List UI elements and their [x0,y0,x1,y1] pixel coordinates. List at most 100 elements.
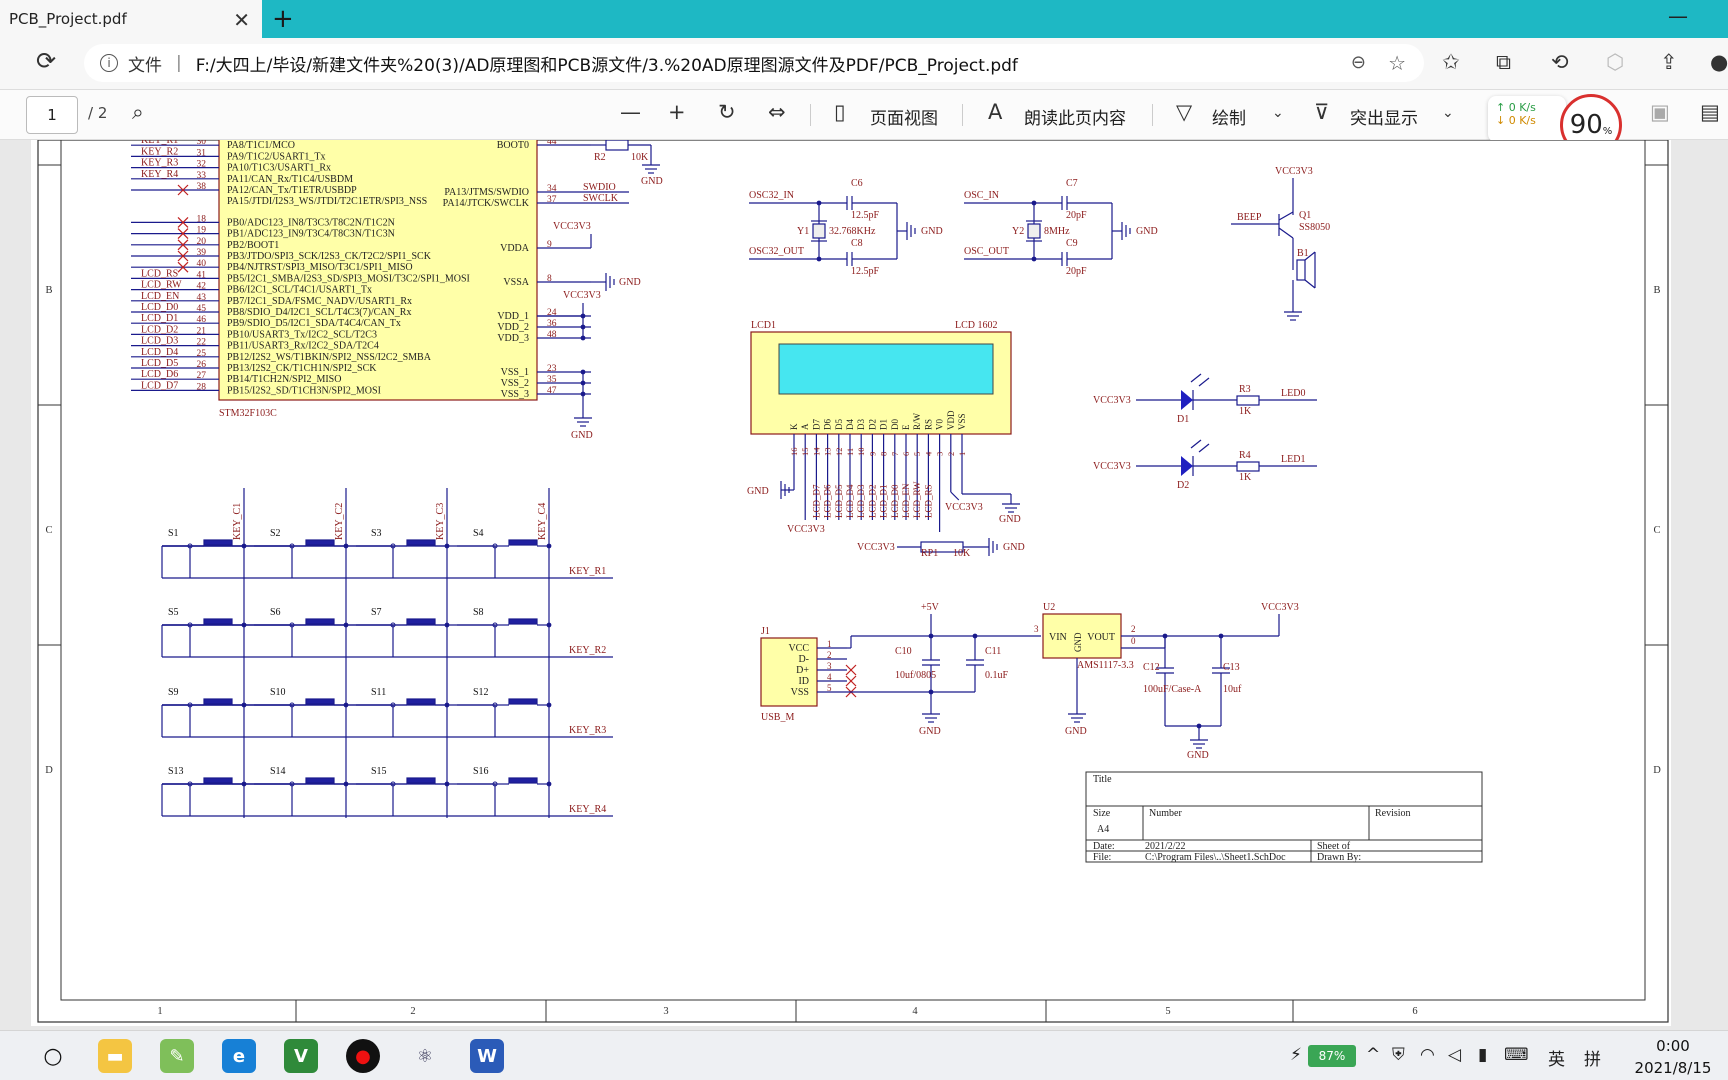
vcc-label: VCC3V3 [857,542,895,553]
net-label: BEEP [1237,212,1262,223]
word-app-icon[interactable]: W [470,1039,504,1073]
tab-pcb-project[interactable]: PCB_Project.pdf ✕ [0,0,262,38]
highlight-icon[interactable]: ⊽ [1314,100,1330,124]
draw-icon[interactable]: ▽ [1176,100,1193,124]
battery-indicator[interactable]: 87% [1308,1045,1356,1067]
page-view-icon[interactable]: ▯ [834,100,846,124]
share-icon[interactable]: ⇪ [1660,50,1678,74]
chevron-down-icon[interactable]: ⌄ [1442,105,1454,121]
pin-name: VDD_3 [497,333,529,344]
ime-language[interactable]: 英 [1548,1050,1565,1070]
pin-name: VDD_1 [497,311,529,322]
usb-pin-name: ID [798,676,809,687]
pin-name: PB10/USART3_Tx/I2C2_SCL/T2C3 [227,329,377,340]
extension-icon[interactable]: ⬡ [1606,50,1625,74]
file-explorer-icon[interactable]: ▬ [98,1039,132,1073]
net-label: LCD_EN [141,291,179,302]
junction-dot [546,702,552,708]
record-app-icon[interactable]: ● [346,1039,380,1073]
lcd-pin-name: D7 [811,419,821,430]
cap-label: C12 [1143,662,1160,673]
zoom-out-icon[interactable]: — [620,100,641,124]
pin-name: BOOT0 [497,140,529,151]
page-number-input[interactable]: 1 [26,96,78,134]
search-circle-icon[interactable]: ○ [43,1043,63,1069]
info-icon[interactable]: i [100,54,118,72]
switch-label: S2 [270,528,281,539]
tab-close-icon[interactable]: ✕ [233,8,250,32]
address-bar[interactable]: i 文件 | F:/大四上/毕设/新建文件夹%20(3)/AD原理图和PCB源文… [84,44,1424,82]
save-icon[interactable]: ▣ [1650,100,1670,124]
pin-name: PB13/I2S2_CK/T1CH1N/SPI2_SCK [227,363,377,374]
wire [845,664,857,676]
pin-number: 35 [547,375,557,385]
keyboard-icon[interactable]: ⌨ [1504,1045,1529,1065]
net-label: SWCLK [583,193,619,204]
pin-number: 45 [197,304,207,314]
zoom-in-icon[interactable]: + [668,100,686,124]
save-as-icon[interactable]: ▤ [1700,100,1720,124]
pin-name: PA8/T1C1/MCO [227,140,295,151]
xtal-value: 32.768KHz [829,226,876,237]
security-icon[interactable]: ⛨ [1392,1045,1405,1065]
atom-app-icon[interactable]: ⚛ [416,1045,434,1067]
rotate-icon[interactable]: ↻ [718,100,736,124]
net-label: LCD_D2 [141,324,178,335]
zoom-icon[interactable]: ⊖ [1350,52,1366,73]
rect [406,698,436,705]
cap-value: 0.1uF [985,670,1009,681]
lcd-pin-number: 10 [856,448,866,457]
paint-app-icon[interactable]: ✎ [160,1039,194,1073]
new-tab-button[interactable]: + [272,4,294,34]
profile-avatar[interactable]: ● [1710,50,1728,74]
clock[interactable]: 0:00 2021/8/15 [1628,1035,1718,1079]
document-area[interactable]: 123456BBCCDD29KEY_C1PA7/ADC123_IN7/SPI1_… [0,124,1728,1030]
read-aloud-button[interactable]: 朗读此页内容 [1024,109,1126,129]
wifi-icon[interactable]: ◠ [1420,1045,1435,1065]
page-view-button[interactable]: 页面视图 [870,109,938,129]
highlight-button[interactable]: 突出显示 [1350,109,1418,129]
u2-pin-number: 3 [1034,624,1039,634]
cap-label: C8 [851,238,863,249]
read-aloud-icon[interactable]: A [988,100,1003,124]
resistor-value: 1K [1239,472,1252,483]
edge-browser-icon[interactable]: e [222,1039,256,1073]
wire [1198,377,1210,387]
url-text[interactable]: F:/大四上/毕设/新建文件夹%20(3)/AD原理图和PCB源文件/3.%20… [195,55,1018,76]
favorites-icon[interactable]: ✩ [1442,50,1460,74]
pin-number: 33 [197,171,207,181]
ime-pinyin[interactable]: 拼 [1584,1050,1601,1070]
history-icon[interactable]: ⟲ [1551,50,1569,74]
usb-pin-number: 2 [827,650,832,660]
search-icon[interactable]: ⌕ [132,100,144,124]
minimize-button[interactable]: — [1668,4,1688,28]
volume-icon[interactable]: ◁ [1448,1045,1462,1065]
add-favorite-icon[interactable]: ☆ [1388,51,1406,75]
tb-title: Title [1093,774,1112,785]
chevron-down-icon[interactable]: ⌄ [1272,105,1284,121]
u2-label: U2 [1043,602,1055,613]
wire [1190,439,1202,449]
cap-label: C7 [1066,178,1078,189]
junction-dot [546,622,552,628]
pin-name: PB8/SDIO_D4/I2C1_SCL/T4C3(7)/CAN_Rx [227,307,411,318]
rect [305,698,335,705]
lcd-net-label: LCD_D6 [823,484,833,518]
key-col-label: KEY_C3 [435,503,446,540]
fit-width-icon[interactable]: ⇔ [768,100,786,124]
tb-file-value: C:\Program Files\..\Sheet1.SchDoc [1145,852,1286,863]
plug-icon[interactable]: ⚡ [1290,1045,1302,1065]
net-label: LCD_D4 [141,347,178,358]
rp1-label: RP1 [921,548,938,559]
tb-file: File: [1093,852,1111,863]
visio-app-icon[interactable]: V [284,1039,318,1073]
vcc-label: VCC3V3 [563,290,601,301]
chevron-up-icon[interactable]: ^ [1366,1045,1381,1065]
reload-icon[interactable]: ⟳ [36,47,57,75]
net-label: KEY_R2 [141,146,178,157]
pdf-toolbar: 1 / 2 ⌕ — + ↻ ⇔ ▯ 页面视图 A 朗读此页内容 ▽ 绘制 ⌄ ⊽… [0,90,1728,140]
collections-icon[interactable]: ⧉ [1496,50,1511,74]
microphone-icon[interactable]: ▮ [1478,1045,1488,1065]
junction-dot [546,543,552,549]
draw-button[interactable]: 绘制 [1212,109,1246,129]
